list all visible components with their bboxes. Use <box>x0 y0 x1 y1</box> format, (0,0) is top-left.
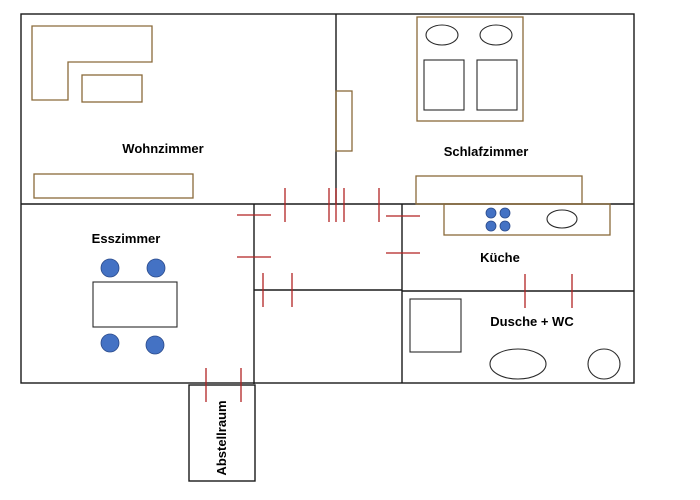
kitchen-fixtures <box>443 203 611 236</box>
living-room-furniture <box>31 25 353 199</box>
chair-icon <box>100 333 120 353</box>
bedroom-furniture <box>415 16 583 205</box>
wardrobe <box>415 175 583 205</box>
wall-cabinet <box>335 90 353 152</box>
kitchen-counter <box>443 203 611 236</box>
blanket-left <box>423 59 465 111</box>
blanket-right <box>476 59 518 111</box>
dining-table <box>92 281 178 328</box>
walls <box>20 13 635 482</box>
burner-icon <box>499 220 511 232</box>
chair-icon <box>146 258 166 278</box>
toilet <box>587 348 621 380</box>
room-label-dining: Esszimmer <box>92 231 161 246</box>
outer-wall-main <box>20 13 635 384</box>
coffee-table <box>81 74 143 103</box>
doors <box>205 188 573 402</box>
chair-icon <box>100 258 120 278</box>
burner-icon <box>485 220 497 232</box>
pillow-left <box>425 24 459 46</box>
chair-icon <box>145 335 165 355</box>
shower <box>409 298 462 353</box>
storage-room-wall <box>188 384 256 482</box>
sideboard <box>33 173 194 199</box>
bathtub-or-washbasin <box>489 348 547 380</box>
room-label-living: Wohnzimmer <box>122 141 203 156</box>
burner-icon <box>485 207 497 219</box>
room-label-kitchen: Küche <box>480 250 520 265</box>
double-bed <box>416 16 524 122</box>
sink <box>546 209 578 229</box>
room-label-bedroom: Schlafzimmer <box>444 144 529 159</box>
pillow-right <box>479 24 513 46</box>
bathroom-fixtures <box>409 298 621 380</box>
room-label-bath: Dusche + WC <box>490 314 574 329</box>
corner-sofa <box>31 25 153 101</box>
dining-room-furniture <box>92 258 178 355</box>
room-label-storage: Abstellraum <box>214 400 229 475</box>
burner-icon <box>499 207 511 219</box>
